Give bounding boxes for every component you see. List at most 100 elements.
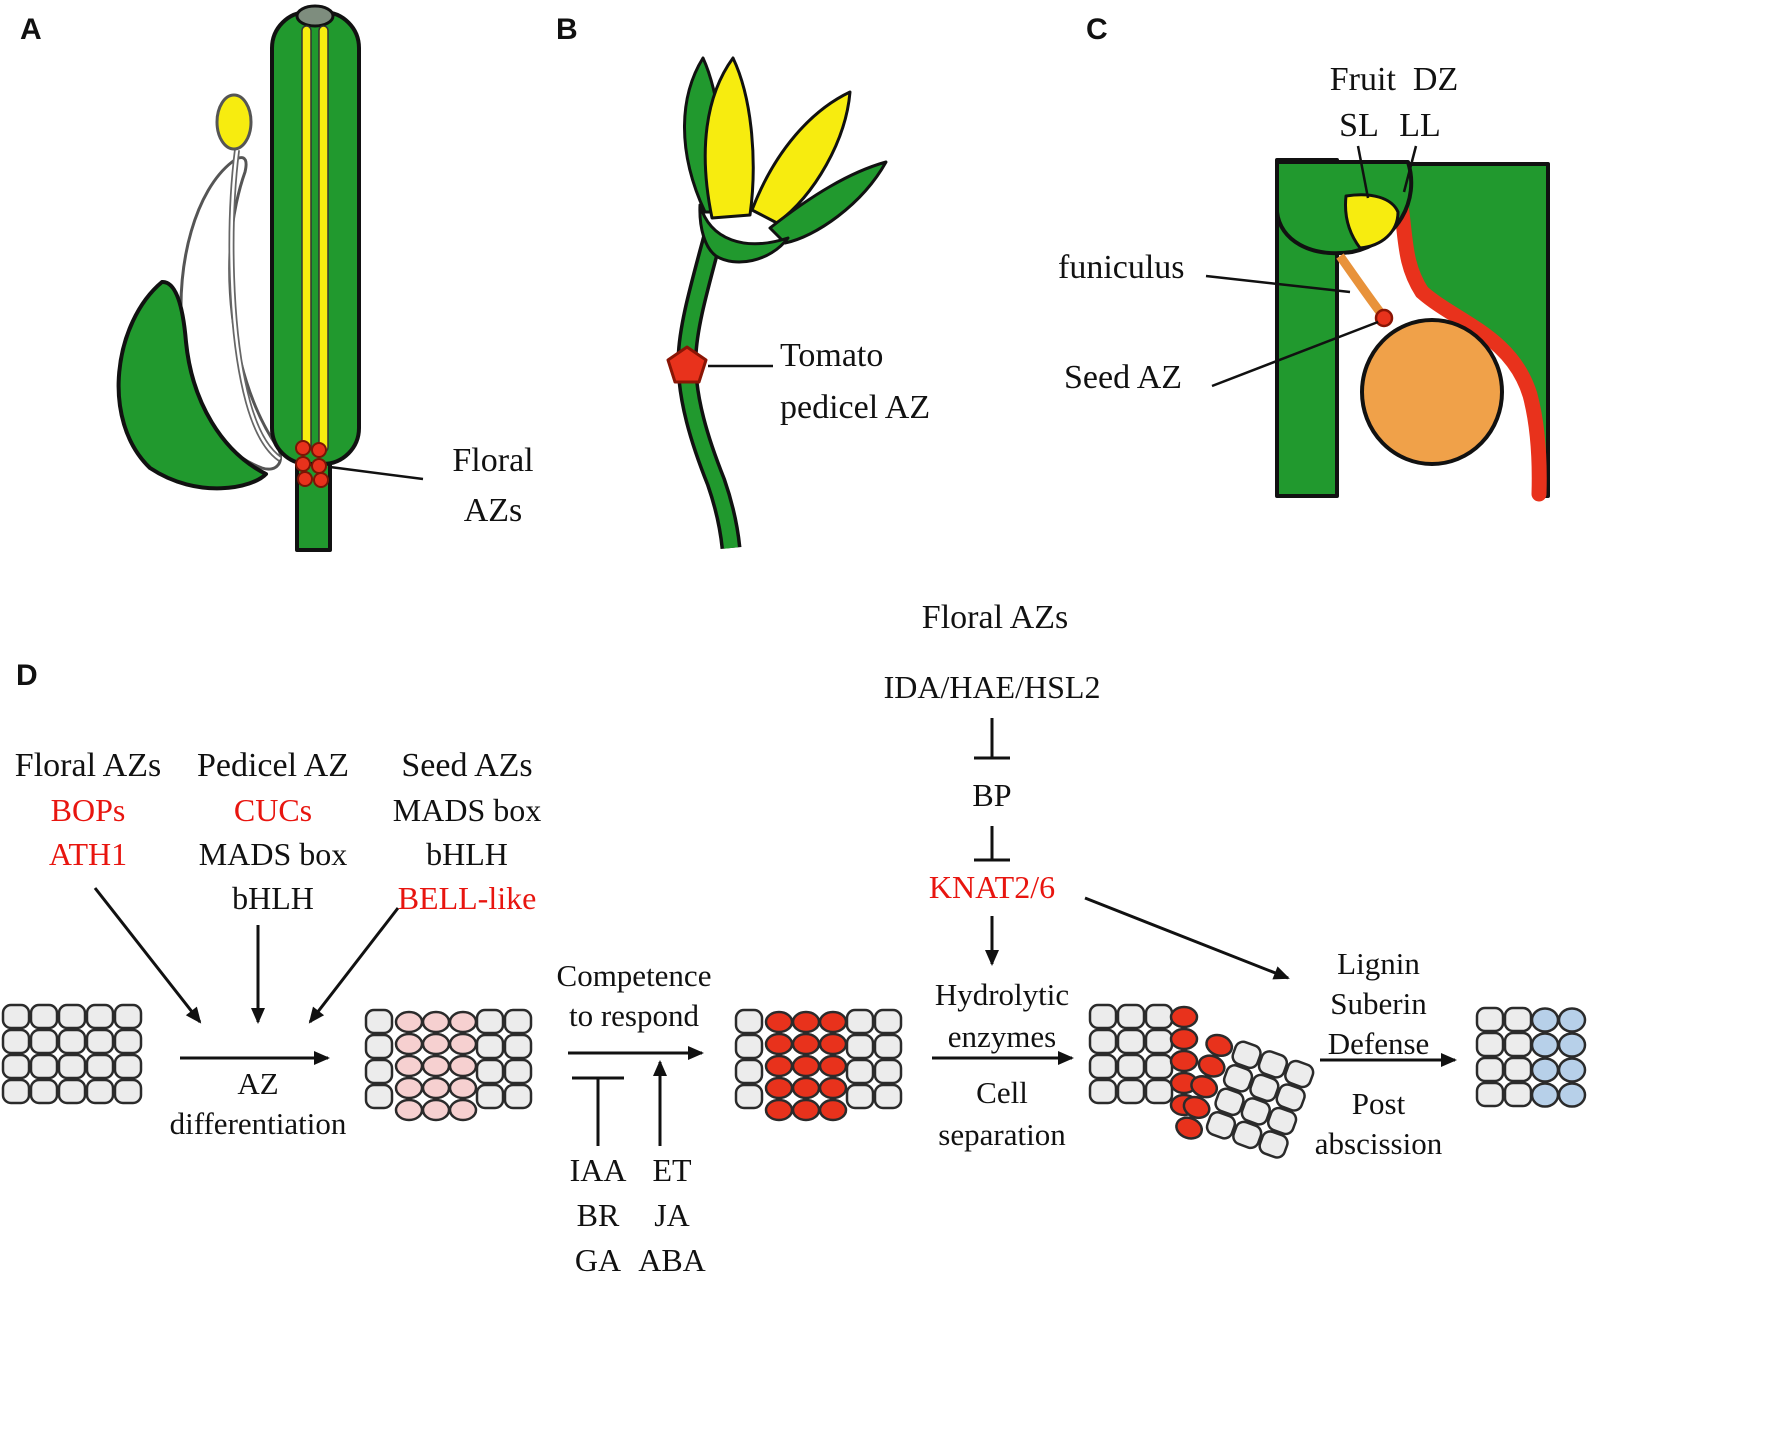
cell-separation-line2: separation: [938, 1117, 1066, 1152]
floral-azs-label: Floral AZs: [418, 436, 568, 536]
cell-block: [394, 1010, 478, 1122]
funiculus-pointer-line: [1205, 274, 1351, 294]
competence-line2: to respond: [568, 998, 699, 1033]
cell-block: [364, 1008, 394, 1110]
panel-d-title: Floral AZs: [921, 599, 1069, 636]
lignin-line2: Suberin: [1330, 986, 1427, 1021]
pistil-shape: [270, 10, 361, 466]
cell-block: [1475, 1006, 1533, 1108]
sl-yellow-patch: [1344, 193, 1400, 250]
sepal-shape: [116, 280, 268, 491]
lignin-line1: Lignin: [1337, 946, 1420, 981]
tomato-flower: [666, 56, 888, 550]
anther-shape: [215, 93, 253, 151]
cell-block: [1205, 1040, 1315, 1159]
seed-az-dot: [1374, 308, 1394, 328]
gene-bhlh-pedicel: bHLH: [232, 880, 314, 916]
hormone-ja: JA: [654, 1197, 690, 1233]
cell-grids: [1, 1003, 1587, 1159]
ll-red-band: [1388, 172, 1547, 502]
cell-block: [734, 1008, 764, 1110]
panel-d-letter: D: [16, 659, 38, 692]
seed-az-label: Seed AZ: [1064, 359, 1183, 396]
ida-hae-hsl2-label: IDA/HAE/HSL2: [883, 669, 1101, 705]
seed-shape: [1360, 318, 1504, 466]
hormone-br: BR: [576, 1197, 620, 1233]
panel-c-letter: C: [1086, 13, 1108, 46]
floral-az-pointer-line: [329, 465, 424, 481]
gene-mads-box-pedicel: MADS box: [198, 836, 348, 872]
gene-group-seed: Seed AZs MADS box bHLH BELL-like: [379, 744, 555, 920]
funiculus-label: funiculus: [1058, 249, 1185, 286]
pistil-stripe-right: [318, 25, 329, 453]
hydrolytic-enzymes-label: Hydrolytic enzymes: [912, 974, 1092, 1058]
hormones-promote-list: ET JA ABA: [624, 1148, 720, 1283]
gene-group-pedicel: Pedicel AZ CUCs MADS box bHLH: [185, 744, 361, 920]
gene-cucs: CUCs: [233, 792, 313, 828]
gene-bops: BOPs: [50, 792, 126, 828]
floral-az-dots: [295, 440, 329, 488]
petal-left: [703, 56, 755, 220]
cell-block: [845, 1008, 903, 1110]
tomato-label-line2: pedicel AZ: [780, 389, 931, 426]
floral-azs-label-line1: Floral: [452, 442, 534, 479]
az-differentiation-line1: AZ: [237, 1066, 279, 1101]
gene-mads-box-seed: MADS box: [392, 792, 542, 828]
arrow-knat-lignin: [1084, 896, 1290, 980]
cell-block: [475, 1008, 533, 1110]
hormones-inhibit-list: IAA BR GA: [552, 1148, 644, 1283]
hormone-et: ET: [652, 1152, 692, 1188]
fruit-dz-label: Fruit DZ: [1329, 61, 1459, 98]
hydrolytic-line1: Hydrolytic: [934, 977, 1070, 1012]
petal-right: [750, 90, 852, 225]
stigma-cap: [295, 4, 335, 28]
post-abscission-label: Post abscission: [1296, 1084, 1461, 1164]
sepal-right: [768, 160, 888, 245]
arrow-floral-group: [93, 887, 202, 1024]
floral-azs-label-line2: AZs: [463, 492, 523, 529]
gene-ath1: ATH1: [48, 836, 128, 872]
cell-block: [1530, 1007, 1587, 1108]
cell-block: [1088, 1003, 1174, 1105]
stamen-filament-highlight: [230, 149, 281, 461]
competence-label: Competence to respond: [548, 956, 720, 1036]
cell-separation-label: Cell separation: [912, 1072, 1092, 1156]
seed-az-pointer-line: [1211, 320, 1379, 388]
lignin-suberin-defense-label: Lignin Suberin Defense: [1296, 944, 1461, 1064]
ll-label: LL: [1399, 107, 1441, 144]
post-abscission-line2: abscission: [1314, 1126, 1443, 1161]
panel-b-letter: B: [556, 13, 578, 46]
arrow-seed-group: [308, 907, 400, 1024]
cell-block: [1175, 1033, 1234, 1140]
tomato-pedicel-az-label: Tomato pedicel AZ: [780, 330, 930, 434]
sl-label: SL: [1339, 107, 1379, 144]
fruit-seed-diagram: [1205, 145, 1550, 502]
pathway-arrows: [93, 718, 1457, 1146]
az-differentiation-line2: differentiation: [169, 1106, 347, 1141]
arabidopsis-flower: [116, 4, 424, 552]
panel-a-letter: A: [20, 13, 42, 46]
pedicel-shape: [679, 230, 738, 549]
lignin-line3: Defense: [1327, 1026, 1430, 1061]
hormone-iaa: IAA: [569, 1152, 627, 1188]
hormone-ga: GA: [574, 1242, 622, 1278]
gene-group-floral-title: Floral AZs: [14, 747, 162, 784]
az-differentiation-label: AZ differentiation: [168, 1064, 348, 1144]
knat2-6-label: KNAT2/6: [928, 869, 1056, 905]
cell-separation-line1: Cell: [976, 1075, 1028, 1110]
cell-block: [1, 1003, 143, 1105]
funiculus-shape: [1336, 253, 1384, 315]
tomato-label-line1: Tomato: [780, 337, 884, 374]
gene-bhlh-seed: bHLH: [426, 836, 508, 872]
sl-pointer-line: [1356, 145, 1370, 199]
cell-block: [764, 1010, 848, 1122]
bp-label: BP: [972, 777, 1012, 813]
ll-pointer-line: [1402, 145, 1418, 193]
gene-group-floral: Floral AZs BOPs ATH1: [0, 744, 176, 876]
competence-line1: Competence: [556, 958, 712, 993]
gene-group-pedicel-title: Pedicel AZ: [196, 747, 350, 784]
pistil-stripe-left: [301, 25, 312, 453]
receptacle-cup: [698, 203, 790, 264]
gene-bell-like: BELL-like: [397, 880, 537, 916]
